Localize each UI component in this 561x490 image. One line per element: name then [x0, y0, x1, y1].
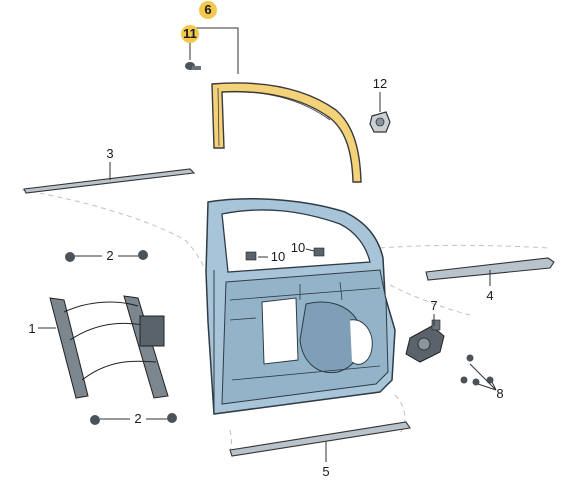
callout-11: 11 [183, 26, 197, 41]
callout-10-left: 10 [271, 249, 285, 264]
window-regulator-part-1 [49, 295, 169, 399]
clip-part-12 [369, 111, 391, 133]
callout-11-highlight [181, 25, 199, 43]
seal-strip-part-4 [425, 257, 555, 281]
window-channel-frame [211, 82, 362, 183]
leader-8 [469, 363, 497, 391]
callout-7: 7 [430, 298, 437, 313]
callout-12: 12 [373, 76, 387, 91]
callout-4: 4 [486, 288, 493, 303]
callout-5: 5 [322, 464, 329, 479]
window-motor-part-7 [405, 319, 445, 363]
callout-6-highlight [199, 1, 217, 19]
pad-part-10-left [245, 251, 257, 261]
callout-6: 6 [204, 2, 211, 17]
screws-part-8 [460, 354, 494, 386]
seal-strip-part-3 [23, 168, 196, 194]
screw-part-11 [185, 62, 201, 70]
nut-part-2-top-left [65, 252, 75, 262]
body-outline-dashed [21, 189, 549, 451]
nut-part-2-bottom-right [167, 413, 177, 423]
pad-part-10-right [313, 247, 325, 257]
callout-3: 3 [106, 146, 113, 161]
door-shell [205, 198, 396, 415]
callout-2-top: 2 [106, 248, 113, 263]
callout-1: 1 [28, 321, 35, 336]
callout-10-right: 10 [291, 240, 305, 255]
seal-strip-part-5 [229, 421, 411, 457]
leader-10b [305, 248, 315, 252]
nut-part-2-bottom-left [90, 415, 100, 425]
callout-8: 8 [496, 386, 503, 401]
nut-part-2-top-right [138, 250, 148, 260]
callout-2-bottom: 2 [134, 411, 141, 426]
